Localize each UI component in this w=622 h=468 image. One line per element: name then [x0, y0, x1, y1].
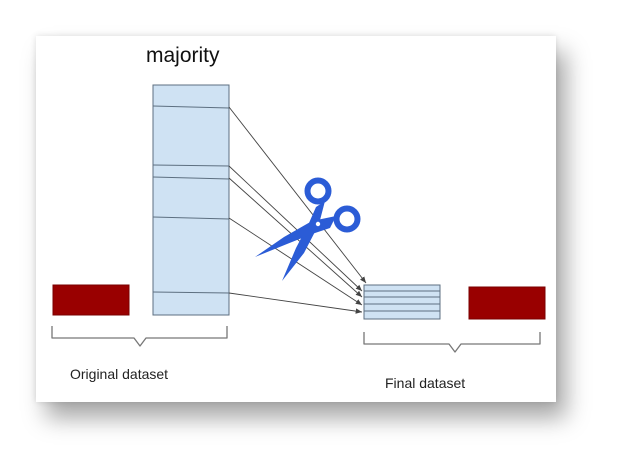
diagram-card — [36, 36, 556, 402]
majority-block — [152, 84, 230, 316]
majority-row-divider — [152, 291, 230, 294]
sampling-arrows — [228, 106, 367, 314]
minority-block-original — [52, 284, 130, 316]
majority-row-divider — [152, 216, 230, 220]
majority-label: majority — [146, 44, 220, 67]
sampling-arrow — [228, 292, 363, 314]
final-dataset-label: Final dataset — [385, 375, 466, 391]
sampling-arrow — [228, 106, 367, 284]
scissors-icon — [255, 177, 361, 281]
minority-block-final — [468, 286, 546, 320]
majority-row-divider — [152, 176, 230, 180]
original-dataset-brace — [51, 326, 228, 347]
majority-row-divider — [152, 164, 230, 167]
sampling-arrow — [228, 165, 363, 292]
final-majority-block — [363, 284, 441, 320]
final-majority-stack — [363, 284, 441, 320]
majority-stack — [152, 84, 230, 316]
majority-row-divider — [152, 105, 230, 109]
final-dataset-brace — [363, 332, 541, 353]
original-dataset-label: Original dataset — [70, 366, 169, 382]
